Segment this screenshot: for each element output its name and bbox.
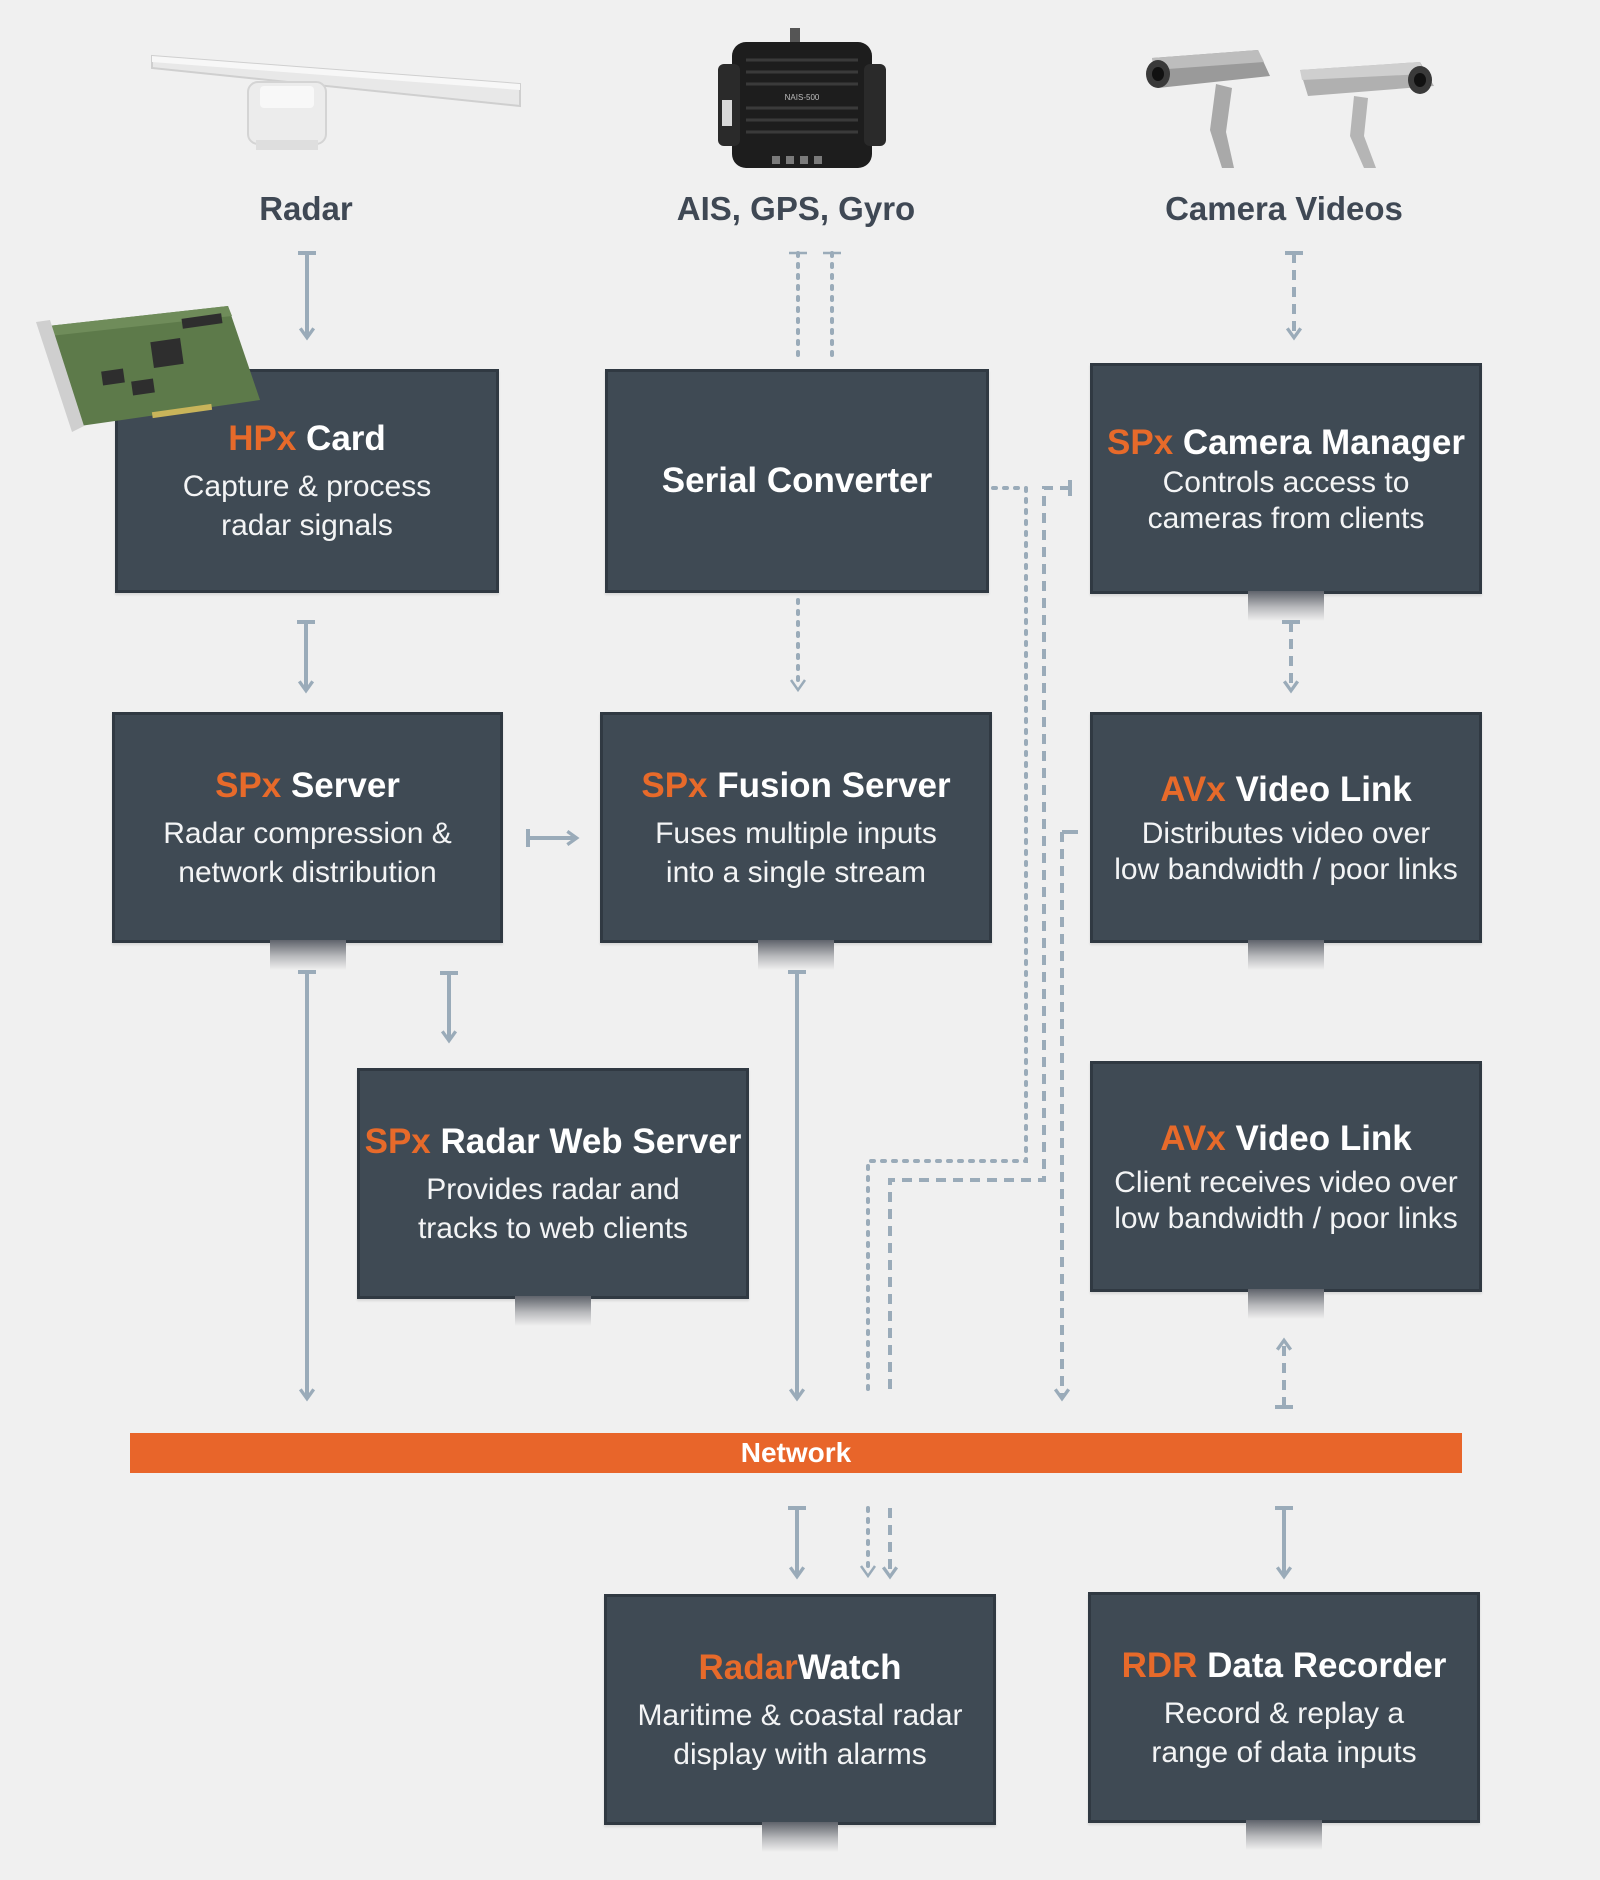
spx-camera-manager-line: cameras from clients xyxy=(1147,501,1425,535)
node-shadow xyxy=(1248,1289,1324,1319)
dashed-manager-to-bus xyxy=(888,486,1070,1393)
serial-converter-title: Serial Converter xyxy=(662,459,932,503)
avx-video-link-client-description: Client receives video over low bandwidth… xyxy=(1114,1165,1458,1237)
ais-gps-gyro-device-image: NAIS-500 xyxy=(718,28,886,168)
spx-server-brand: SPx xyxy=(215,765,282,805)
node-shadow xyxy=(762,1822,838,1852)
spx-server-line: Radar compression & xyxy=(163,816,452,850)
camera-videos-label: Camera Videos xyxy=(1165,190,1403,227)
avx-video-link-client-line: Client receives video over xyxy=(1114,1165,1458,1199)
spx-radar-web-server-title: SPx Radar Web Server xyxy=(365,1120,742,1164)
rdr-data-recorder-line: range of data inputs xyxy=(1151,1735,1417,1769)
avx-video-link-line: low bandwidth / poor links xyxy=(1114,852,1458,886)
node-shadow xyxy=(1248,940,1324,970)
network-label: Network xyxy=(740,1437,852,1468)
hpx-card-line: radar signals xyxy=(221,509,393,542)
spx-radar-web-server-description: Provides radar and tracks to web clients xyxy=(418,1170,688,1248)
avx-video-link-description: Distributes video over low bandwidth / p… xyxy=(1114,816,1458,888)
spx-camera-manager-title: SPx Camera Manager xyxy=(1107,421,1465,465)
spx-camera-manager-box: SPx Camera Manager Controls access to ca… xyxy=(1090,363,1482,621)
avx-video-link-client-brand: AVx xyxy=(1160,1118,1226,1158)
avx-video-link-brand: AVx xyxy=(1160,769,1226,809)
hpx-card-image xyxy=(36,306,260,432)
radar-antenna-image xyxy=(151,54,521,150)
hpx-card-title: HPx Card xyxy=(228,417,386,461)
serial-converter-box: Serial Converter xyxy=(605,369,989,593)
network-bar: Network xyxy=(130,1433,1462,1473)
rdr-data-recorder-brand: RDR xyxy=(1121,1645,1198,1685)
spx-fusion-server-line: into a single stream xyxy=(665,855,927,889)
hpx-card-brand: HPx xyxy=(228,419,297,458)
device-model-text: NAIS-500 xyxy=(785,93,820,102)
radarwatch-line: display with alarms xyxy=(673,1737,927,1771)
spx-fusion-server-brand: SPx xyxy=(641,765,708,805)
radarwatch-brand: Radar xyxy=(698,1647,798,1687)
spx-radar-web-server-line: Provides radar and xyxy=(426,1172,680,1206)
dotted-serial-to-bus xyxy=(866,486,1028,1395)
avx-video-link-box: AVx Video Link Distributes video over lo… xyxy=(1090,712,1482,970)
rdr-data-recorder-title: RDR Data Recorder xyxy=(1122,1644,1447,1688)
radarwatch-description: Maritime & coastal radar display with al… xyxy=(637,1696,962,1774)
rdr-data-recorder-description: Record & replay a range of data inputs xyxy=(1151,1694,1416,1772)
spx-radar-web-server-brand: SPx xyxy=(364,1121,431,1161)
spx-camera-manager-line: Controls access to xyxy=(1162,465,1410,499)
spx-radar-web-server-line: tracks to web clients xyxy=(417,1211,689,1245)
hpx-card-line: Capture & process xyxy=(182,470,432,503)
node-shadow xyxy=(1248,591,1324,621)
avx-video-link-client-title: AVx Video Link xyxy=(1160,1117,1412,1161)
spx-radar-web-server-box: SPx Radar Web Server Provides radar and … xyxy=(357,1068,749,1326)
hpx-card-name: Card xyxy=(296,419,386,458)
spx-fusion-server-description: Fuses multiple inputs into a single stre… xyxy=(655,814,937,892)
radarwatch-title: RadarWatch xyxy=(699,1646,902,1690)
node-shadow xyxy=(269,940,346,970)
avx-video-link-client-box: AVx Video Link Client receives video ove… xyxy=(1090,1061,1482,1319)
spx-camera-manager-description: Controls access to cameras from clients xyxy=(1148,465,1425,537)
hpx-card-description: Capture & process radar signals xyxy=(183,467,431,545)
spx-fusion-server-line: Fuses multiple inputs xyxy=(655,816,937,850)
serial-converter-name: Serial Converter xyxy=(661,461,933,500)
avx-video-link-name: Video Link xyxy=(1225,769,1412,809)
node-shadow xyxy=(758,940,834,970)
avx-video-link-title: AVx Video Link xyxy=(1160,768,1412,812)
spx-server-title: SPx Server xyxy=(215,764,400,808)
spx-camera-manager-brand: SPx xyxy=(1107,422,1174,462)
spx-fusion-server-box: SPx Fusion Server Fuses multiple inputs … xyxy=(600,712,992,970)
radarwatch-line: Maritime & coastal radar xyxy=(637,1698,963,1732)
avx-video-link-client-name: Video Link xyxy=(1225,1118,1412,1158)
node-shadow xyxy=(515,1296,591,1326)
spx-server-description: Radar compression & network distribution xyxy=(163,814,451,892)
rdr-data-recorder-name: Data Recorder xyxy=(1197,1645,1447,1685)
radar-label: Radar xyxy=(259,190,353,227)
spx-server-line: network distribution xyxy=(178,855,437,889)
spx-fusion-server-title: SPx Fusion Server xyxy=(641,764,950,808)
node-shadow xyxy=(1246,1820,1322,1850)
rdr-data-recorder-line: Record & replay a xyxy=(1163,1696,1405,1730)
rdr-data-recorder-box: RDR Data Recorder Record & replay a rang… xyxy=(1088,1592,1480,1850)
spx-camera-manager-name: Camera Manager xyxy=(1173,422,1465,462)
spx-fusion-server-name: Fusion Server xyxy=(707,765,951,805)
radarwatch-name: Watch xyxy=(797,1647,902,1687)
ais-gps-gyro-label: AIS, GPS, Gyro xyxy=(676,190,916,227)
spx-radar-web-server-name: Radar Web Server xyxy=(430,1121,742,1161)
radarwatch-box: RadarWatch Maritime & coastal radar disp… xyxy=(604,1594,996,1852)
camera-image xyxy=(1146,50,1434,168)
avx-video-link-client-line: low bandwidth / poor links xyxy=(1114,1201,1458,1235)
spx-server-name: Server xyxy=(281,765,400,805)
avx-video-link-line: Distributes video over xyxy=(1141,816,1431,850)
spx-server-box: SPx Server Radar compression & network d… xyxy=(112,712,503,970)
